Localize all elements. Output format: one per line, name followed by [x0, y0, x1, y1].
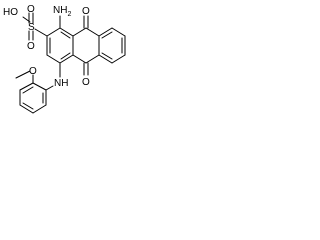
right-aromatic-ring	[98, 27, 126, 64]
sulfur-label: S	[28, 22, 35, 33]
amino-label-main: NH	[53, 5, 67, 16]
left-aromatic-ring	[46, 27, 74, 64]
ketone-top	[83, 15, 89, 29]
amino-label: NH2	[53, 5, 71, 18]
sulfonyl-ring-bond	[34, 28, 48, 37]
methyl-bond	[15, 70, 31, 79]
chemical-structure-diagram: HO S O O NH2 O O NH O	[3, 4, 126, 114]
ketone-bottom	[83, 62, 89, 76]
ketone-bottom-label: O	[82, 77, 90, 88]
sulfonyl-oxygen-bottom-label: O	[27, 41, 35, 52]
middle-quinone-ring	[72, 27, 100, 64]
amine-phenyl-bond	[45, 85, 54, 91]
methoxyphenyl-ring	[19, 82, 47, 114]
amino-label-subscript: 2	[67, 11, 71, 18]
ether-oxygen-label: O	[29, 66, 37, 77]
secondary-amine-label: NH	[54, 78, 68, 89]
sulfonyl-oxygen-top-label: O	[27, 4, 35, 15]
ketone-top-label: O	[82, 6, 90, 17]
hydroxyl-label: HO	[3, 7, 18, 18]
